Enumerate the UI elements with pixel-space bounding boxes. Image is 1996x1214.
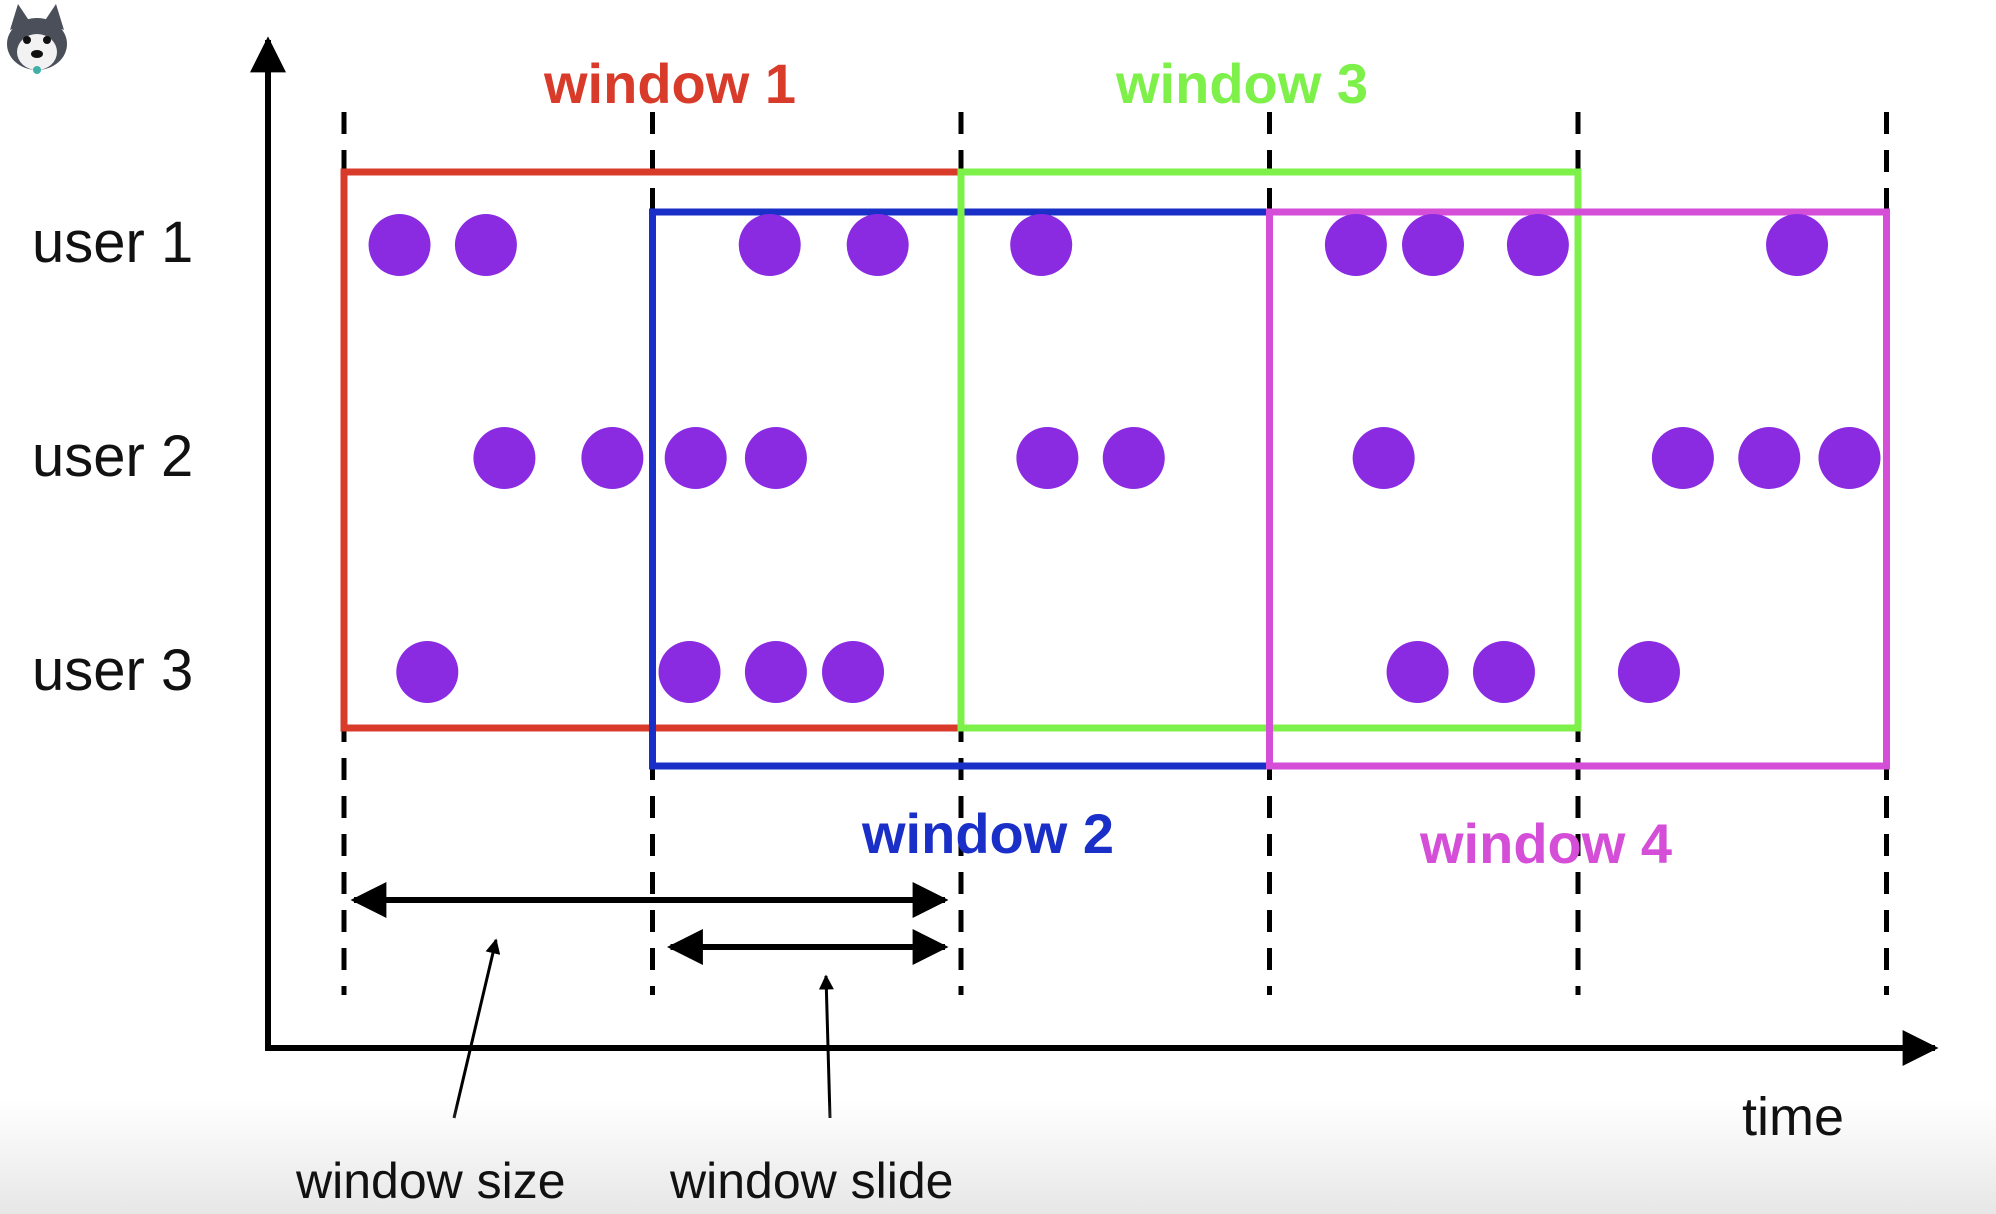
window-slide-pointer — [818, 974, 834, 1119]
event-dot-user-2 — [744, 427, 807, 489]
event-dot-user-1 — [454, 214, 517, 276]
window-size-label: window size — [296, 1153, 566, 1209]
event-dot-user-1 — [368, 214, 431, 276]
event-dot-user-3 — [396, 641, 459, 703]
event-dot-user-2 — [473, 427, 536, 489]
event-dot-user-2 — [1102, 427, 1165, 489]
event-dot-user-1 — [1402, 214, 1465, 276]
bottom-fade — [0, 1100, 1996, 1214]
event-dot-user-3 — [1472, 641, 1535, 703]
husky-logo-icon — [7, 4, 67, 74]
event-dot-user-2 — [1016, 427, 1079, 489]
event-dot-user-3 — [744, 641, 807, 703]
event-dot-user-2 — [664, 427, 727, 489]
time-axis-label: time — [1742, 1087, 1845, 1147]
window-2-label: window 2 — [862, 802, 1114, 865]
user-2-label: user 2 — [32, 424, 194, 489]
event-dot-user-2 — [581, 427, 644, 489]
time-boundary-lines — [341, 112, 1889, 995]
event-dot-user-1 — [1324, 214, 1387, 276]
window-4-label: window 4 — [1420, 812, 1672, 875]
event-dot-user-3 — [1617, 641, 1680, 703]
event-dot-user-3 — [822, 641, 885, 703]
event-dot-user-3 — [1386, 641, 1449, 703]
event-dot-user-2 — [1818, 427, 1881, 489]
event-dots — [368, 214, 1881, 703]
window-rectangles — [340, 168, 1890, 770]
event-dot-user-1 — [846, 214, 909, 276]
window-4-rect — [1266, 208, 1890, 770]
axes — [250, 36, 1939, 1066]
user-3-label: user 3 — [32, 638, 194, 703]
event-dot-user-2 — [1352, 427, 1415, 489]
event-dot-user-1 — [1010, 214, 1073, 276]
window-slide-label: window slide — [670, 1153, 954, 1209]
event-dot-user-2 — [1651, 427, 1714, 489]
event-dot-user-3 — [658, 641, 721, 703]
window-3-label: window 3 — [1116, 52, 1368, 115]
event-dot-user-1 — [738, 214, 801, 276]
event-dot-user-1 — [1766, 214, 1829, 276]
user-1-label: user 1 — [32, 210, 194, 275]
dimension-arrows — [350, 882, 949, 1119]
window-1-label: window 1 — [544, 52, 796, 115]
window-size-pointer — [452, 938, 501, 1119]
event-dot-user-2 — [1738, 427, 1801, 489]
event-dot-user-1 — [1506, 214, 1569, 276]
